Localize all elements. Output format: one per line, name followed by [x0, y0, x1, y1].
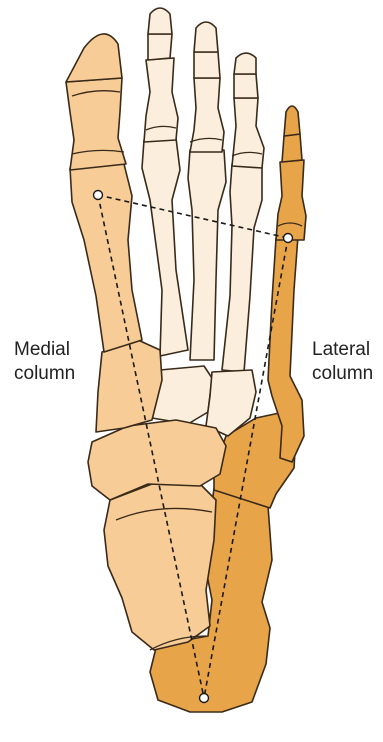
first-metatarsal — [70, 164, 142, 352]
medial-column-label-line1: Medial — [14, 338, 75, 362]
medial-column-label: Medial column — [14, 338, 75, 386]
fourth-metatarsal — [222, 164, 262, 372]
third-distal-phalanx — [194, 22, 218, 52]
fifth-middle-phalanx — [282, 134, 302, 162]
fifth-metatarsal-head-landmark — [284, 234, 293, 243]
second-metatarsal — [142, 138, 188, 356]
third-middle-phalanx — [194, 52, 220, 78]
fourth-middle-phalanx — [234, 74, 258, 98]
lateral-column-label-line1: Lateral — [312, 338, 373, 362]
fifth-distal-phalanx — [284, 106, 300, 136]
second-middle-phalanx — [148, 34, 172, 60]
second-distal-phalanx — [148, 8, 172, 34]
medial-column-label-line2: column — [14, 362, 75, 386]
third-metatarsal — [188, 150, 226, 360]
fourth-distal-phalanx — [234, 53, 256, 74]
calcaneus-landmark — [200, 694, 209, 703]
lateral-column-label-line2: column — [312, 362, 373, 386]
fifth-proximal-phalanx — [276, 160, 306, 240]
lateral-column-label: Lateral column — [312, 338, 373, 386]
medial-cuneiform — [96, 340, 162, 432]
hallux-distal-phalanx — [66, 34, 122, 82]
first-metatarsal-head-landmark — [94, 191, 103, 200]
fourth-proximal-phalanx — [232, 98, 264, 168]
